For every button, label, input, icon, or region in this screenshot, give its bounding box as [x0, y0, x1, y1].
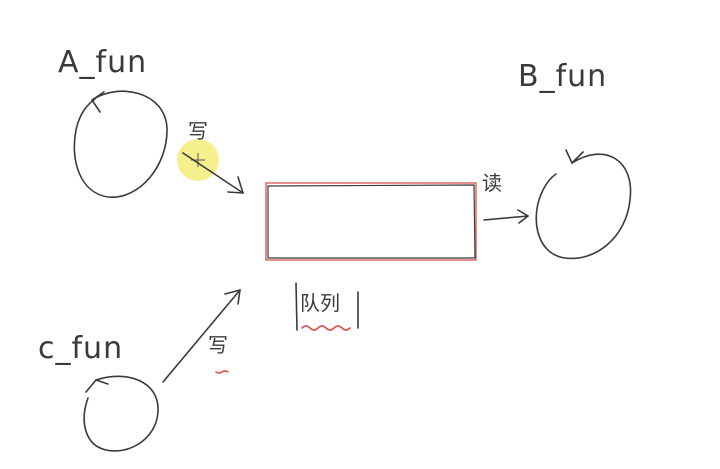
- node-queue: 队列: [265, 182, 477, 331]
- c-write-underline: [215, 370, 229, 374]
- edge-b-read: 读: [482, 171, 529, 224]
- b-fun-loop: [535, 153, 632, 260]
- b-read-label: 读: [482, 171, 502, 195]
- queue-box: [267, 184, 476, 259]
- node-b-fun: B_fun: [518, 59, 632, 260]
- edge-c-write: 写: [162, 289, 241, 383]
- a-write-arrowhead: [227, 176, 244, 194]
- b-fun-label: B_fun: [518, 59, 607, 94]
- queue-box-outline: [265, 182, 477, 261]
- node-c-fun: c_fun: [38, 331, 159, 452]
- node-a-fun: A_fun: [58, 45, 168, 198]
- a-fun-loop-arrowhead: [91, 91, 105, 113]
- a-write-label: 写: [188, 119, 208, 143]
- queue-label-underline: [301, 325, 351, 331]
- a-fun-loop: [73, 90, 168, 198]
- queue-label: 队列: [300, 291, 340, 315]
- c-write-arrow: [162, 289, 241, 383]
- c-write-arrowhead: [224, 289, 241, 305]
- edge-a-write: 写: [182, 119, 244, 194]
- c-fun-loop-arrowhead: [85, 379, 109, 393]
- a-fun-label: A_fun: [58, 45, 147, 80]
- queue-label-left-bar: [295, 282, 298, 331]
- c-fun-label: c_fun: [38, 331, 123, 366]
- b-read-arrowhead: [517, 209, 529, 224]
- b-fun-loop-arrowhead: [565, 149, 584, 164]
- a-write-arrow: [182, 152, 244, 194]
- c-write-label: 写: [208, 333, 228, 357]
- c-fun-loop: [83, 375, 159, 452]
- b-read-arrow: [483, 215, 529, 221]
